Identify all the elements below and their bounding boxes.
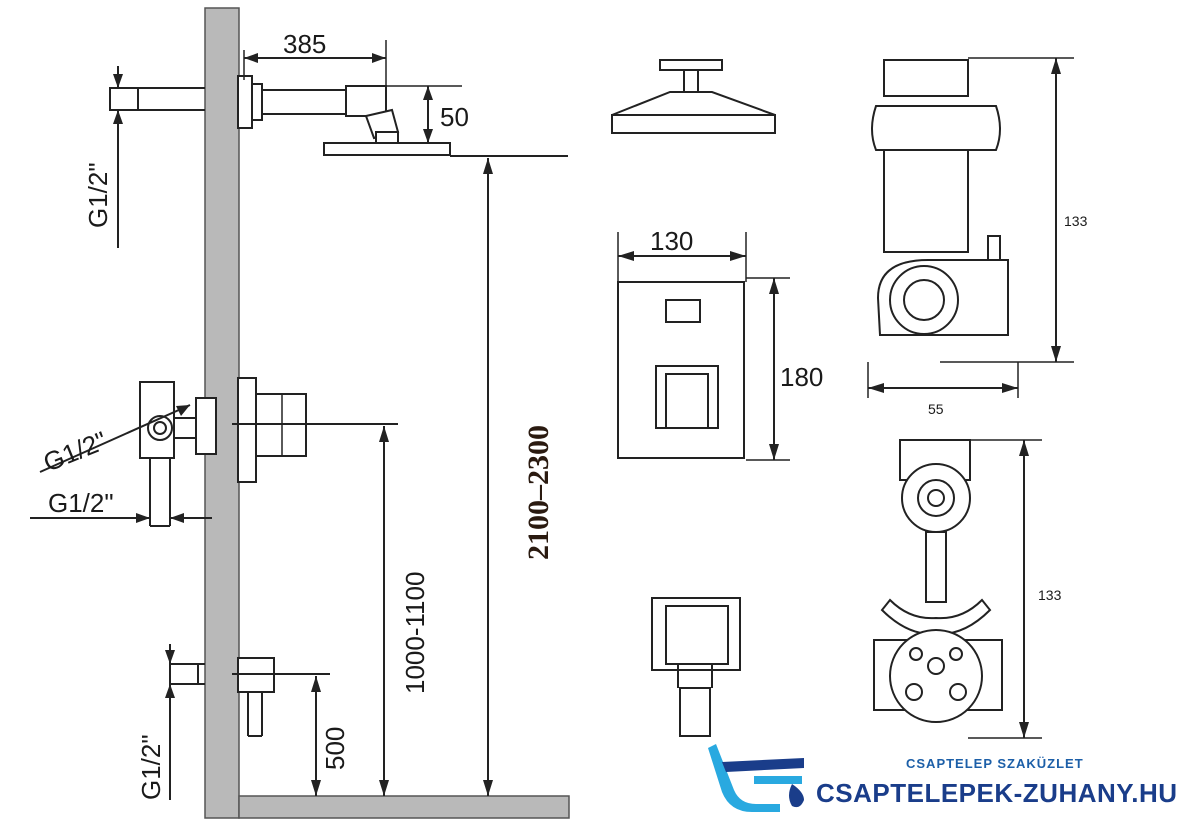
outlet-height-label: 500 [320,727,350,770]
dimension-arm-drop: 50 [386,85,469,143]
dimension-valve-height-bottom: 133 [968,439,1062,739]
dimension-head-height: 2100–2300 [450,155,568,796]
valve-height-bottom-label: 133 [1038,587,1062,603]
rain-shower-head [323,142,451,156]
arm-inlet-thread-label: G1/2" [83,162,113,228]
brand-site-name: CSAPTELEPEK-ZUHANY.HU [816,778,1178,808]
dimension-outlet-height: 500 [311,676,350,796]
mixer-inlet-thread-2: G1/2" [30,488,212,523]
dimension-plate-height: 180 [746,277,823,461]
brand-logo: CSAPTELEP SZAKÜZLET CSAPTELEPEK-ZUHANY.H… [708,744,1178,812]
dimension-mixer-height: 1000-1100 [379,426,430,796]
arm-length-label: 385 [283,29,326,59]
arm-inlet-thread: G1/2" [83,66,123,248]
wall-outlet [169,657,330,737]
handle-side-view [651,597,741,737]
concealed-mixer [139,377,398,527]
outlet-inlet-thread: G1/2" [136,644,175,800]
head-height-label: 2100–2300 [522,425,555,560]
valve-body-side [871,59,1009,336]
faucet-drop-logo-icon [708,744,804,812]
dimension-valve-depth: 55 [867,362,1019,417]
shower-arm [109,75,400,145]
mixer-height-label: 1000-1100 [400,572,430,694]
mixer-inlet-2-label: G1/2" [48,488,114,518]
dimension-valve-height-top: 133 [940,57,1088,363]
valve-height-top-label: 133 [1064,213,1088,229]
dimension-plate-width: 130 [617,226,747,282]
cover-plate-front [617,281,745,459]
valve-body-front [873,439,1003,723]
mixer-inlet-1-label: G1/2" [39,425,111,477]
arm-drop-label: 50 [440,102,469,132]
plate-height-label: 180 [780,362,823,392]
valve-depth-label: 55 [928,401,944,417]
plate-width-label: 130 [650,226,693,256]
outlet-inlet-thread-label: G1/2" [136,734,166,800]
dimension-arm-length: 385 [243,29,387,90]
shower-head-side-view [611,59,776,134]
brand-tagline: CSAPTELEP SZAKÜZLET [906,756,1084,771]
